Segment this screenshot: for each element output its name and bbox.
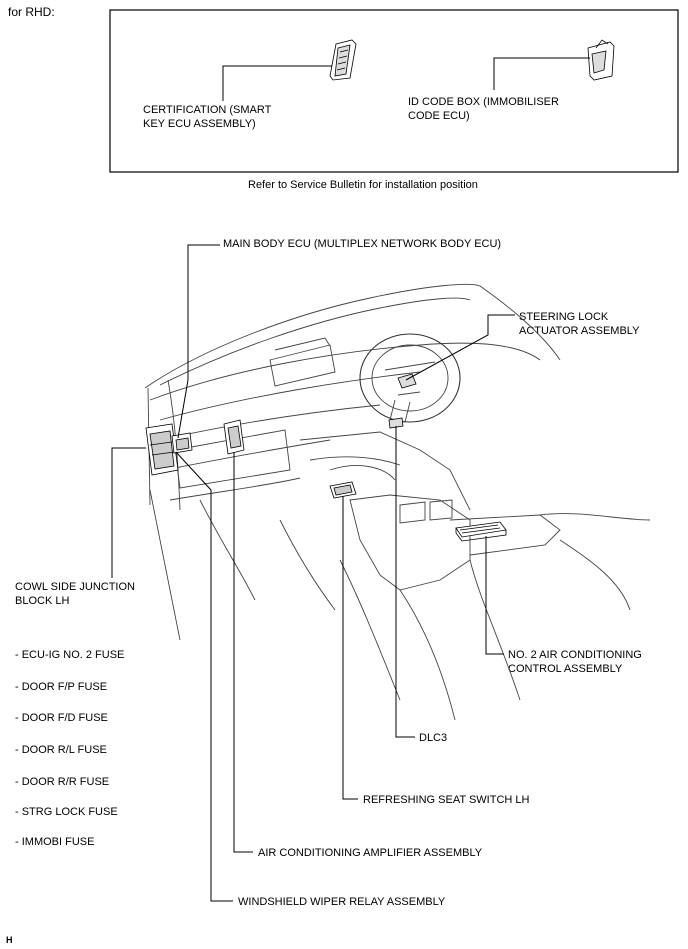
certification-ecu-part xyxy=(329,39,357,81)
ac-control-label: NO. 2 AIR CONDITIONING CONTROL ASSEMBLY xyxy=(508,649,642,675)
variant-label: for RHD: xyxy=(8,5,55,19)
certification-leader xyxy=(222,65,332,101)
leader-lines xyxy=(111,244,515,902)
dlc3-part xyxy=(388,417,404,429)
fuse-item: - DOOR F/P FUSE xyxy=(15,681,108,693)
ac-amplifier-label: AIR CONDITIONING AMPLIFIER ASSEMBLY xyxy=(258,847,483,859)
steering-wheel xyxy=(359,333,461,423)
steering-lock-leader xyxy=(405,314,515,381)
dlc3-leader xyxy=(395,426,415,738)
dlc3-label: DLC3 xyxy=(419,732,448,744)
dashboard-drawing xyxy=(144,283,651,721)
main-body-ecu-leader xyxy=(177,244,220,439)
fuse-item: - DOOR F/D FUSE xyxy=(15,712,108,724)
ac-control-part xyxy=(455,521,507,542)
cowl-side-leader xyxy=(111,447,146,578)
ac-amplifier-leader xyxy=(233,452,253,853)
inset-note: Refer to Service Bulletin for installati… xyxy=(248,179,478,191)
refreshing-seat-switch-label: REFRESHING SEAT SWITCH LH xyxy=(363,794,530,806)
fuse-item: - DOOR R/L FUSE xyxy=(15,744,107,756)
fuse-item: - IMMOBI FUSE xyxy=(15,836,95,848)
fuse-item: - DOOR R/R FUSE xyxy=(15,776,110,788)
ac-amplifier-part xyxy=(223,419,245,455)
inset-frame xyxy=(109,9,679,173)
fuse-item: - ECU-IG NO. 2 FUSE xyxy=(15,649,125,661)
certification-label: CERTIFICATION (SMART KEY ECU ASSEMBLY) xyxy=(143,104,272,130)
refreshing-seat-switch-part xyxy=(329,481,357,499)
ac-control-leader xyxy=(485,536,504,655)
cowl-side-junction-block-part xyxy=(145,423,179,476)
main-body-ecu-part xyxy=(171,432,193,454)
id-code-box-label: ID CODE BOX (IMMOBILISER CODE ECU) xyxy=(408,96,559,122)
id-code-box-part xyxy=(587,39,615,81)
main-body-ecu-label: MAIN BODY ECU (MULTIPLEX NETWORK BODY EC… xyxy=(223,238,502,250)
steering-lock-label: STEERING LOCK ACTUATOR ASSEMBLY xyxy=(519,311,640,337)
refreshing-seat-leader xyxy=(342,496,358,800)
fuse-item: - STRG LOCK FUSE xyxy=(15,806,118,818)
cowl-side-junction-block-label: COWL SIDE JUNCTION BLOCK LH xyxy=(15,581,135,607)
wiper-relay-leader xyxy=(175,451,233,902)
footer-mark: H xyxy=(6,935,13,945)
wiper-relay-label: WINDSHIELD WIPER RELAY ASSEMBLY xyxy=(238,896,446,908)
id-code-box-leader xyxy=(493,57,590,90)
